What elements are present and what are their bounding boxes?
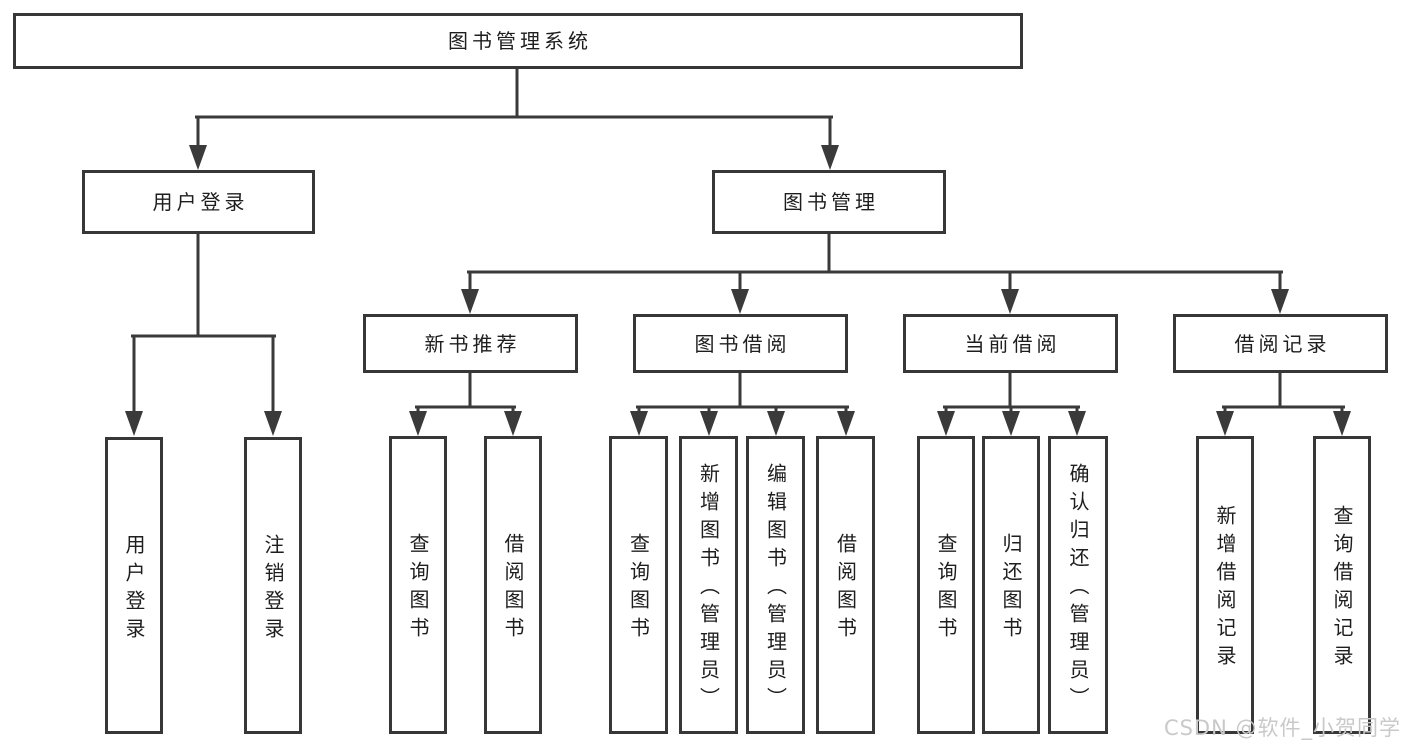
leaf-add-book-admin: 新增图书（管理员） [679,436,738,734]
leaf-query-books-2: 查询图书 [609,436,668,734]
connector-user-login [131,232,276,417]
node-book-borrowing: 图书借阅 [633,314,848,373]
connector-book-borrowing [636,371,849,416]
leaf-query-books-3: 查询图书 [917,436,975,734]
node-book-management: 图书管理 [712,170,946,234]
node-book-management-label: 图书管理 [783,190,879,214]
leaf-return-books-label: 归还图书 [999,533,1023,645]
leaf-add-book-admin-label: 新增图书（管理员） [696,463,721,715]
node-library-system: 图书管理系统 [13,13,1023,69]
connector-borrowing-records [1222,371,1345,416]
leaf-query-borrow-record-label: 查询借阅记录 [1330,505,1354,673]
leaf-query-books-1: 查询图书 [389,436,447,734]
leaf-edit-book-admin: 编辑图书（管理员） [746,436,805,734]
connector-root [195,67,833,150]
leaf-query-books-1-label: 查询图书 [406,533,430,645]
leaf-user-login: 用户登录 [105,437,163,734]
node-user-login-label: 用户登录 [152,190,249,214]
arrowheads [125,145,1351,436]
leaf-add-borrow-record-label: 新增借阅记录 [1213,505,1237,673]
node-current-borrowing: 当前借阅 [903,314,1118,373]
node-borrowing-records: 借阅记录 [1173,314,1388,373]
connector-current-borrowing [943,371,1080,416]
node-book-borrowing-label: 图书借阅 [694,331,791,356]
leaf-borrow-books-2: 借阅图书 [816,436,875,734]
node-new-book-recommend: 新书推荐 [363,314,578,373]
csdn-watermark: CSDN @软件_小贺同学 [1163,716,1401,740]
leaf-borrow-books-1: 借阅图书 [484,436,542,734]
connector-book-management [467,232,1283,294]
leaf-return-books: 归还图书 [982,436,1040,734]
node-current-borrowing-label: 当前借阅 [964,331,1061,356]
leaf-user-login-label: 用户登录 [122,533,146,646]
node-library-system-label: 图书管理系统 [448,29,592,53]
connector-new-book-recommend [415,371,516,416]
node-borrowing-records-label: 借阅记录 [1234,331,1331,356]
leaf-edit-book-admin-label: 编辑图书（管理员） [763,463,788,715]
leaf-borrow-books-1-label: 借阅图书 [501,533,525,645]
leaf-confirm-return-admin-label: 确认归还（管理员） [1066,463,1090,715]
leaf-query-borrow-record: 查询借阅记录 [1313,436,1371,734]
node-user-login: 用户登录 [82,170,315,234]
leaf-query-books-3-label: 查询图书 [934,533,958,645]
leaf-confirm-return-admin: 确认归还（管理员） [1048,436,1108,734]
leaf-logout: 注销登录 [244,437,302,734]
leaf-logout-label: 注销登录 [261,533,285,646]
leaf-add-borrow-record: 新增借阅记录 [1196,436,1254,734]
node-new-book-recommend-label: 新书推荐 [424,331,521,356]
leaf-borrow-books-2-label: 借阅图书 [833,533,858,645]
leaf-query-books-2-label: 查询图书 [626,533,651,645]
